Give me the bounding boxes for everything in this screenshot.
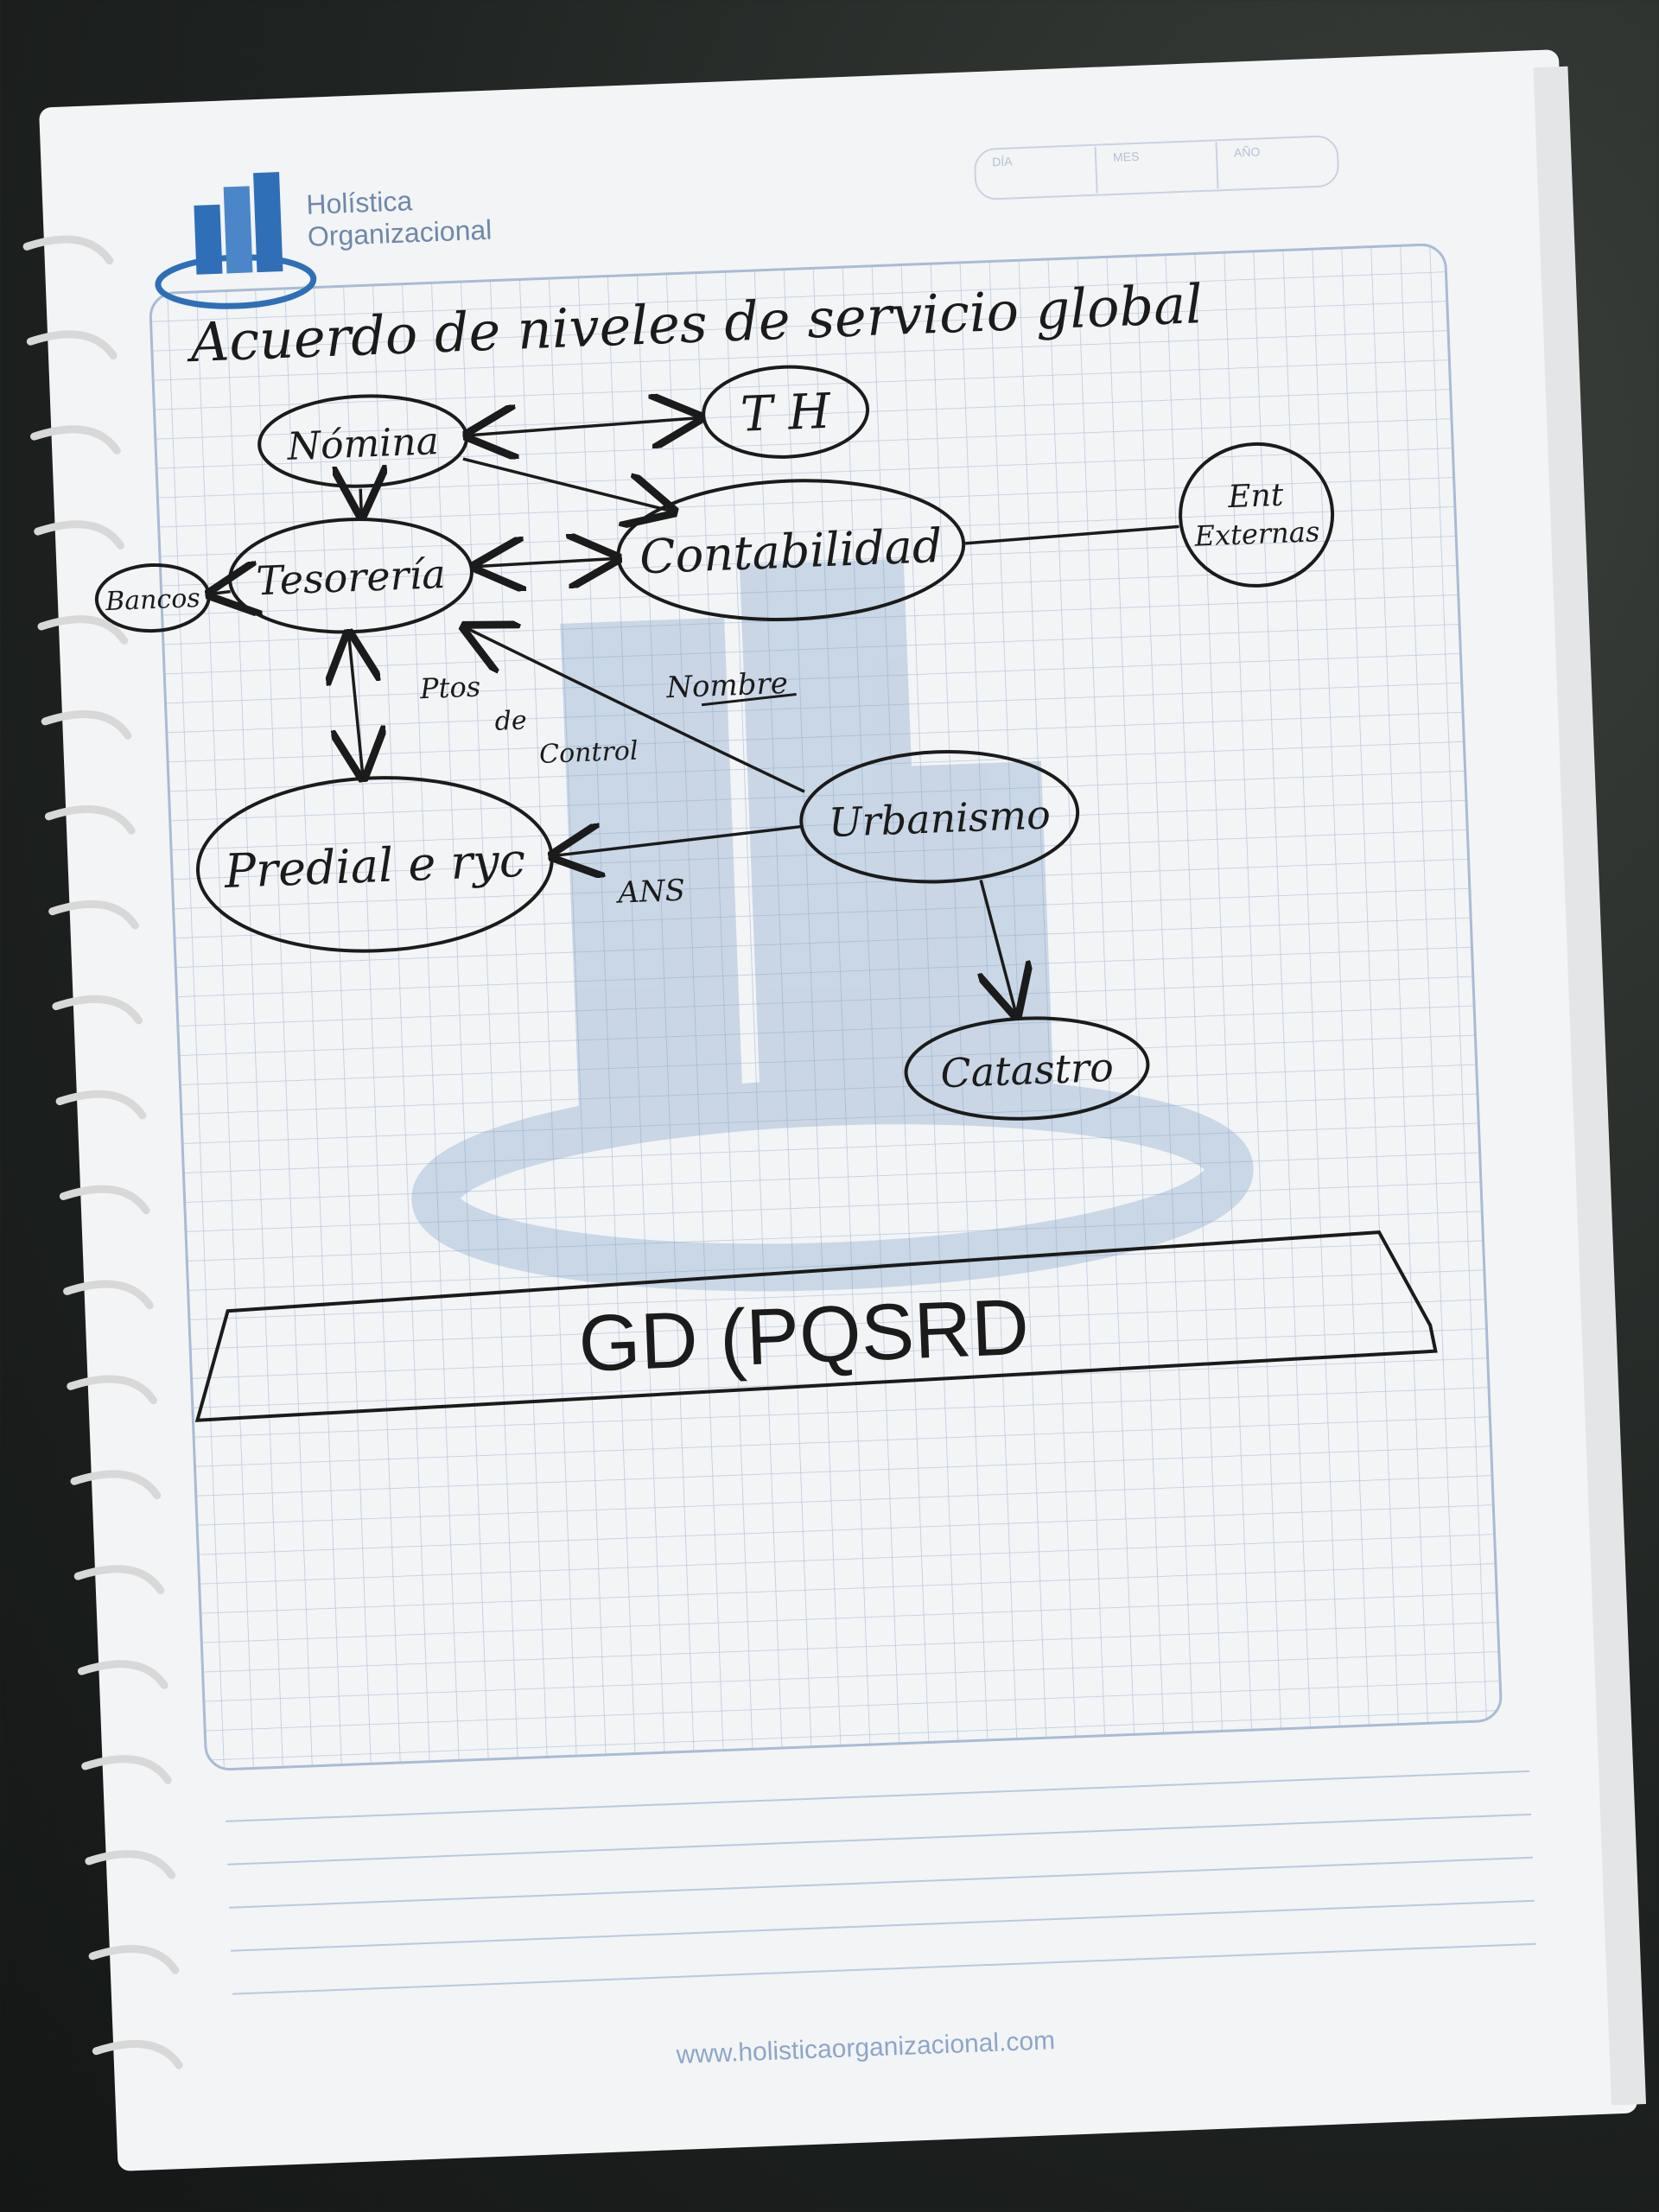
node-urbanismo: Urbanismo (799, 750, 1080, 884)
gd-box: GD (PQSRD (194, 1230, 1438, 1422)
edge-nomina-tesoreria (360, 489, 361, 515)
node-nomina-label: Nómina (286, 419, 440, 469)
node-bancos-label: Bancos (105, 583, 201, 617)
notebook-page-graphic: Holística Organizacional DÍA MES AÑO Acu… (22, 49, 1647, 2171)
edge-tesoreria-contabilidad (476, 558, 617, 566)
edge-urbanismo-catastro (981, 880, 1016, 1015)
edge-urbanismo-tesoreria (465, 614, 805, 793)
node-predial-label: Predial e ryc (223, 833, 526, 899)
gd-box-text: GD (PQSRD (577, 1283, 1031, 1389)
edge-label-nombre-group: Nombre (665, 666, 797, 707)
node-th-label: T H (740, 384, 833, 443)
edge-label-de: de (494, 706, 527, 737)
edge-urbanismo-predial (553, 826, 804, 855)
edge-label-control: Control (538, 736, 639, 770)
node-ent-externas: Ent Externas (1179, 442, 1335, 588)
date-field-month: MES (1113, 149, 1140, 164)
node-tesoreria-label: Tesorería (256, 550, 447, 604)
node-contabilidad-label: Contabilidad (639, 518, 943, 584)
node-catastro-label: Catastro (939, 1044, 1114, 1097)
date-field-year: AÑO (1234, 144, 1261, 159)
edge-label-ans: ANS (615, 874, 686, 911)
edge-nomina-th (468, 418, 700, 435)
paper-edge (1533, 66, 1647, 2106)
node-ent-externas-line2: Externas (1193, 515, 1320, 553)
brand-name-line2: Organizacional (307, 214, 493, 252)
notebook: Holística Organizacional DÍA MES AÑO Acu… (12, 31, 1659, 2181)
edge-contabilidad-ent-externas (964, 524, 1179, 545)
node-urbanismo-label: Urbanismo (828, 791, 1052, 846)
brand-logo-icon (155, 172, 317, 309)
node-contabilidad: Contabilidad (616, 479, 966, 621)
edge-tesoreria-predial (349, 634, 363, 777)
edge-nomina-contabilidad (462, 457, 673, 519)
date-fields: DÍA MES AÑO (974, 135, 1339, 200)
ruled-lines (226, 1770, 1536, 1995)
edge-label-ptos: Ptos (418, 671, 480, 706)
edge-bancos-tesoreria (211, 592, 231, 594)
edge-label-nombre: Nombre (665, 666, 789, 705)
diagram-edges (205, 399, 1179, 1045)
node-bancos: Bancos (94, 563, 211, 633)
node-predial: Predial e ryc (195, 776, 554, 953)
date-field-day: DÍA (992, 154, 1014, 168)
spiral-binding (22, 235, 183, 2069)
node-catastro: Catastro (904, 1016, 1150, 1121)
node-ent-externas-line1: Ent (1227, 478, 1285, 515)
brand-name-line1: Holística (306, 185, 413, 220)
